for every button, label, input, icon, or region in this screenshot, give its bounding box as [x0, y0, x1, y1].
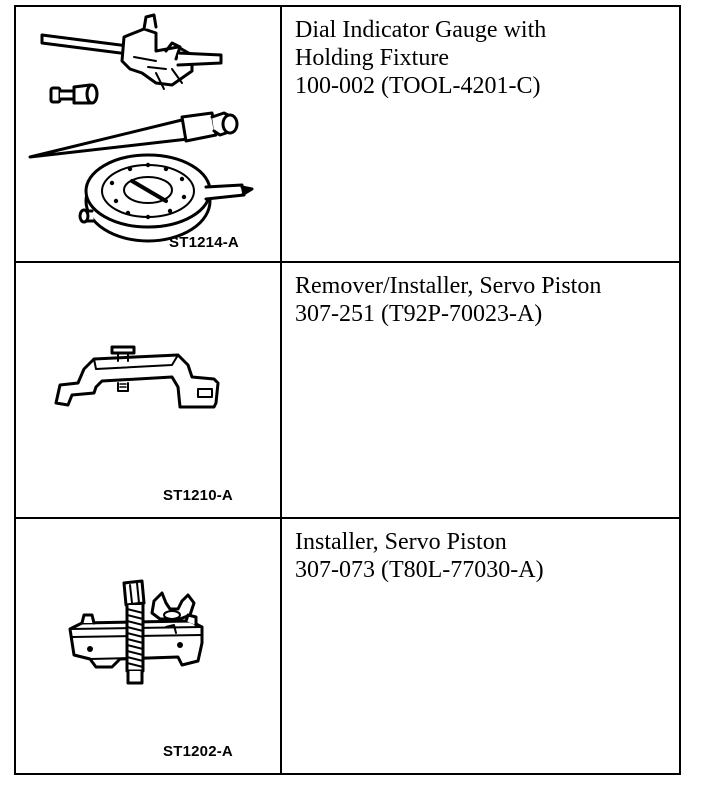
description-line: 307-073 (T80L-77030-A)	[295, 557, 544, 583]
illustration-code: ST1214-A	[169, 234, 239, 251]
description-line: 307-251 (T92P-70023-A)	[295, 301, 543, 327]
servo-piston-remover-installer-illustration: ST1210-A	[16, 265, 280, 517]
description-line: Holding Fixture	[295, 45, 449, 71]
tool-description: Installer, Servo Piston 307-073 (T80L-77…	[295, 528, 675, 584]
illustration-code: ST1202-A	[163, 743, 233, 760]
description-line: Remover/Installer, Servo Piston	[295, 273, 602, 299]
row-divider	[14, 261, 681, 263]
row-divider	[14, 517, 681, 519]
table-border-top	[14, 5, 681, 7]
table-border-right	[679, 5, 681, 775]
column-divider	[280, 5, 282, 775]
description-line: 100-002 (TOOL-4201-C)	[295, 73, 541, 99]
table-row: ST1214-A Dial Indicator Gauge with Holdi…	[14, 5, 681, 263]
dial-indicator-gauge-illustration: ST1214-A	[16, 7, 280, 261]
table-row: ST1210-A Remover/Installer, Servo Piston…	[14, 261, 681, 519]
description-line: Dial Indicator Gauge with	[295, 17, 547, 43]
table-row: ST1202-A Installer, Servo Piston 307-073…	[14, 517, 681, 775]
servo-piston-installer-illustration: ST1202-A	[16, 521, 280, 773]
table-border-left	[14, 5, 16, 775]
tool-table: ST1214-A Dial Indicator Gauge with Holdi…	[14, 5, 681, 775]
tool-description: Dial Indicator Gauge with Holding Fixtur…	[295, 16, 675, 100]
tool-description: Remover/Installer, Servo Piston 307-251 …	[295, 272, 675, 328]
description-line: Installer, Servo Piston	[295, 529, 507, 555]
table-border-bottom	[14, 773, 681, 775]
illustration-code: ST1210-A	[163, 487, 233, 504]
